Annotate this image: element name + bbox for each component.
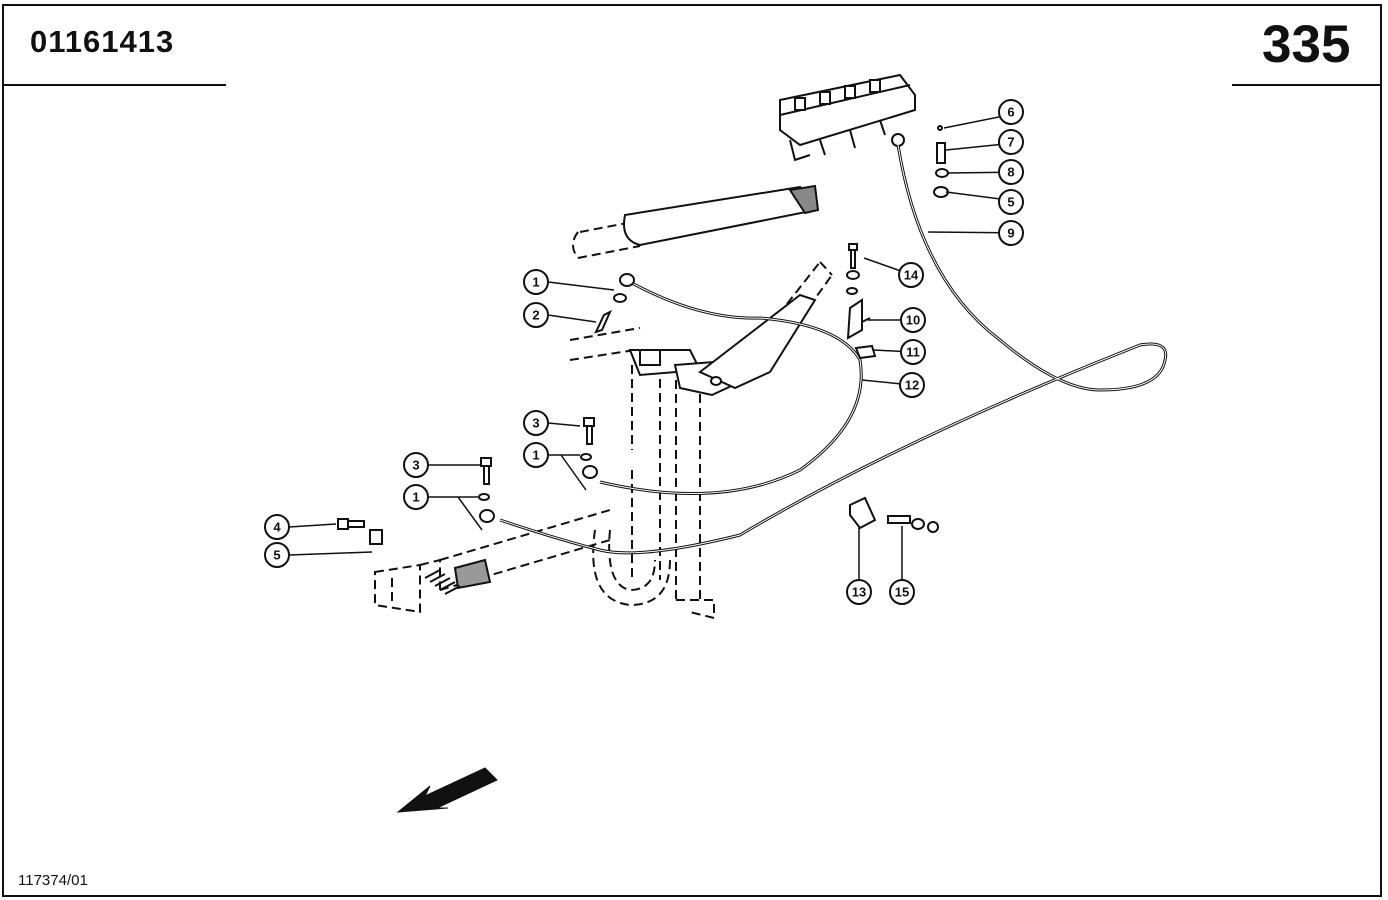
callout-circle	[523, 410, 549, 436]
callout-circle	[523, 442, 549, 468]
callout-label: 10	[906, 313, 920, 328]
callout-label: 5	[1007, 195, 1014, 210]
frame-solid-parts	[453, 184, 820, 590]
callout-circle	[846, 579, 872, 605]
drawing-number: 117374/01	[18, 872, 88, 889]
header-rule-left	[4, 84, 226, 86]
hoses	[499, 144, 1168, 555]
callout-label: 3	[412, 458, 419, 473]
callout-circles	[264, 99, 1024, 605]
callout-circle	[898, 262, 924, 288]
callout-label: 5	[273, 548, 280, 563]
callout-circle	[998, 189, 1024, 215]
callout-circle	[900, 307, 926, 333]
callout-label: 1	[532, 275, 539, 290]
hose-highlights	[499, 144, 1167, 554]
part-number: 01161413	[30, 24, 175, 59]
machine-frame	[374, 189, 833, 620]
callout-label: 1	[412, 490, 419, 505]
callout-label: 2	[532, 308, 539, 323]
callout-label: 11	[906, 345, 920, 360]
callout-circle	[900, 339, 926, 365]
callout-label: 1	[532, 448, 539, 463]
sheet-border	[2, 4, 1382, 897]
callout-label: 9	[1007, 226, 1014, 241]
callout-circle	[523, 302, 549, 328]
fittings	[337, 125, 949, 595]
callout-label: 6	[1007, 105, 1014, 120]
callout-label: 8	[1007, 165, 1014, 180]
callout-circle	[403, 452, 429, 478]
callout-circle	[403, 484, 429, 510]
callout-circle	[264, 514, 290, 540]
callout-label: 7	[1007, 135, 1014, 150]
valve-block	[779, 73, 916, 162]
callout-circle	[264, 542, 290, 568]
callout-label: 4	[273, 520, 281, 535]
callout-label: 13	[852, 585, 866, 600]
header-rule-right	[1232, 84, 1380, 86]
callout-label: 12	[905, 378, 919, 393]
callout-circle	[998, 129, 1024, 155]
direction-arrow-icon	[396, 767, 498, 813]
callout-label: 15	[895, 585, 909, 600]
callout-circle	[899, 372, 925, 398]
callout-labels: 6 7 8 5 9 14 10 11 12 1 2 3 1 3 1 4 5 13…	[273, 105, 1014, 600]
callout-circle	[889, 579, 915, 605]
callout-label: 14	[904, 268, 919, 283]
callout-circle	[998, 220, 1024, 246]
callout-circle	[523, 269, 549, 295]
callout-circle	[998, 159, 1024, 185]
callout-circle	[998, 99, 1024, 125]
page-number: 335	[1262, 15, 1351, 74]
callout-label: 3	[532, 416, 539, 431]
